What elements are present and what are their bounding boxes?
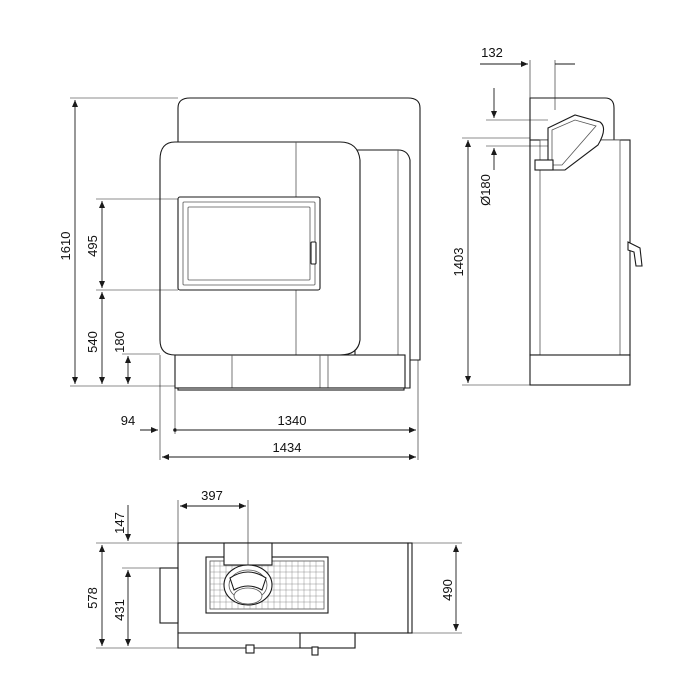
dim-397: 397: [201, 488, 223, 503]
dim-1610: 1610: [58, 232, 73, 261]
dim-flue-diameter: Ø180: [478, 174, 493, 206]
side-view: [529, 97, 643, 386]
dim-132: 132: [481, 45, 503, 60]
dim-180: 180: [112, 331, 127, 353]
dim-1434: 1434: [273, 440, 302, 455]
top-view: [159, 542, 413, 656]
dim-1340: 1340: [278, 413, 307, 428]
dim-147: 147: [112, 512, 127, 534]
front-dimensions: 1610 495 540 180 94 1340 1434: [58, 97, 419, 460]
dim-94: 94: [121, 413, 135, 428]
dim-1403: 1403: [451, 248, 466, 277]
dim-495: 495: [85, 235, 100, 257]
top-dimensions: 397 147 578 431 490: [85, 488, 462, 649]
dim-431: 431: [112, 599, 127, 621]
dim-540: 540: [85, 331, 100, 353]
side-dimensions: 132 Ø180 1403: [451, 45, 575, 386]
dim-578: 578: [85, 587, 100, 609]
dim-490: 490: [440, 579, 455, 601]
front-view: [159, 97, 421, 391]
